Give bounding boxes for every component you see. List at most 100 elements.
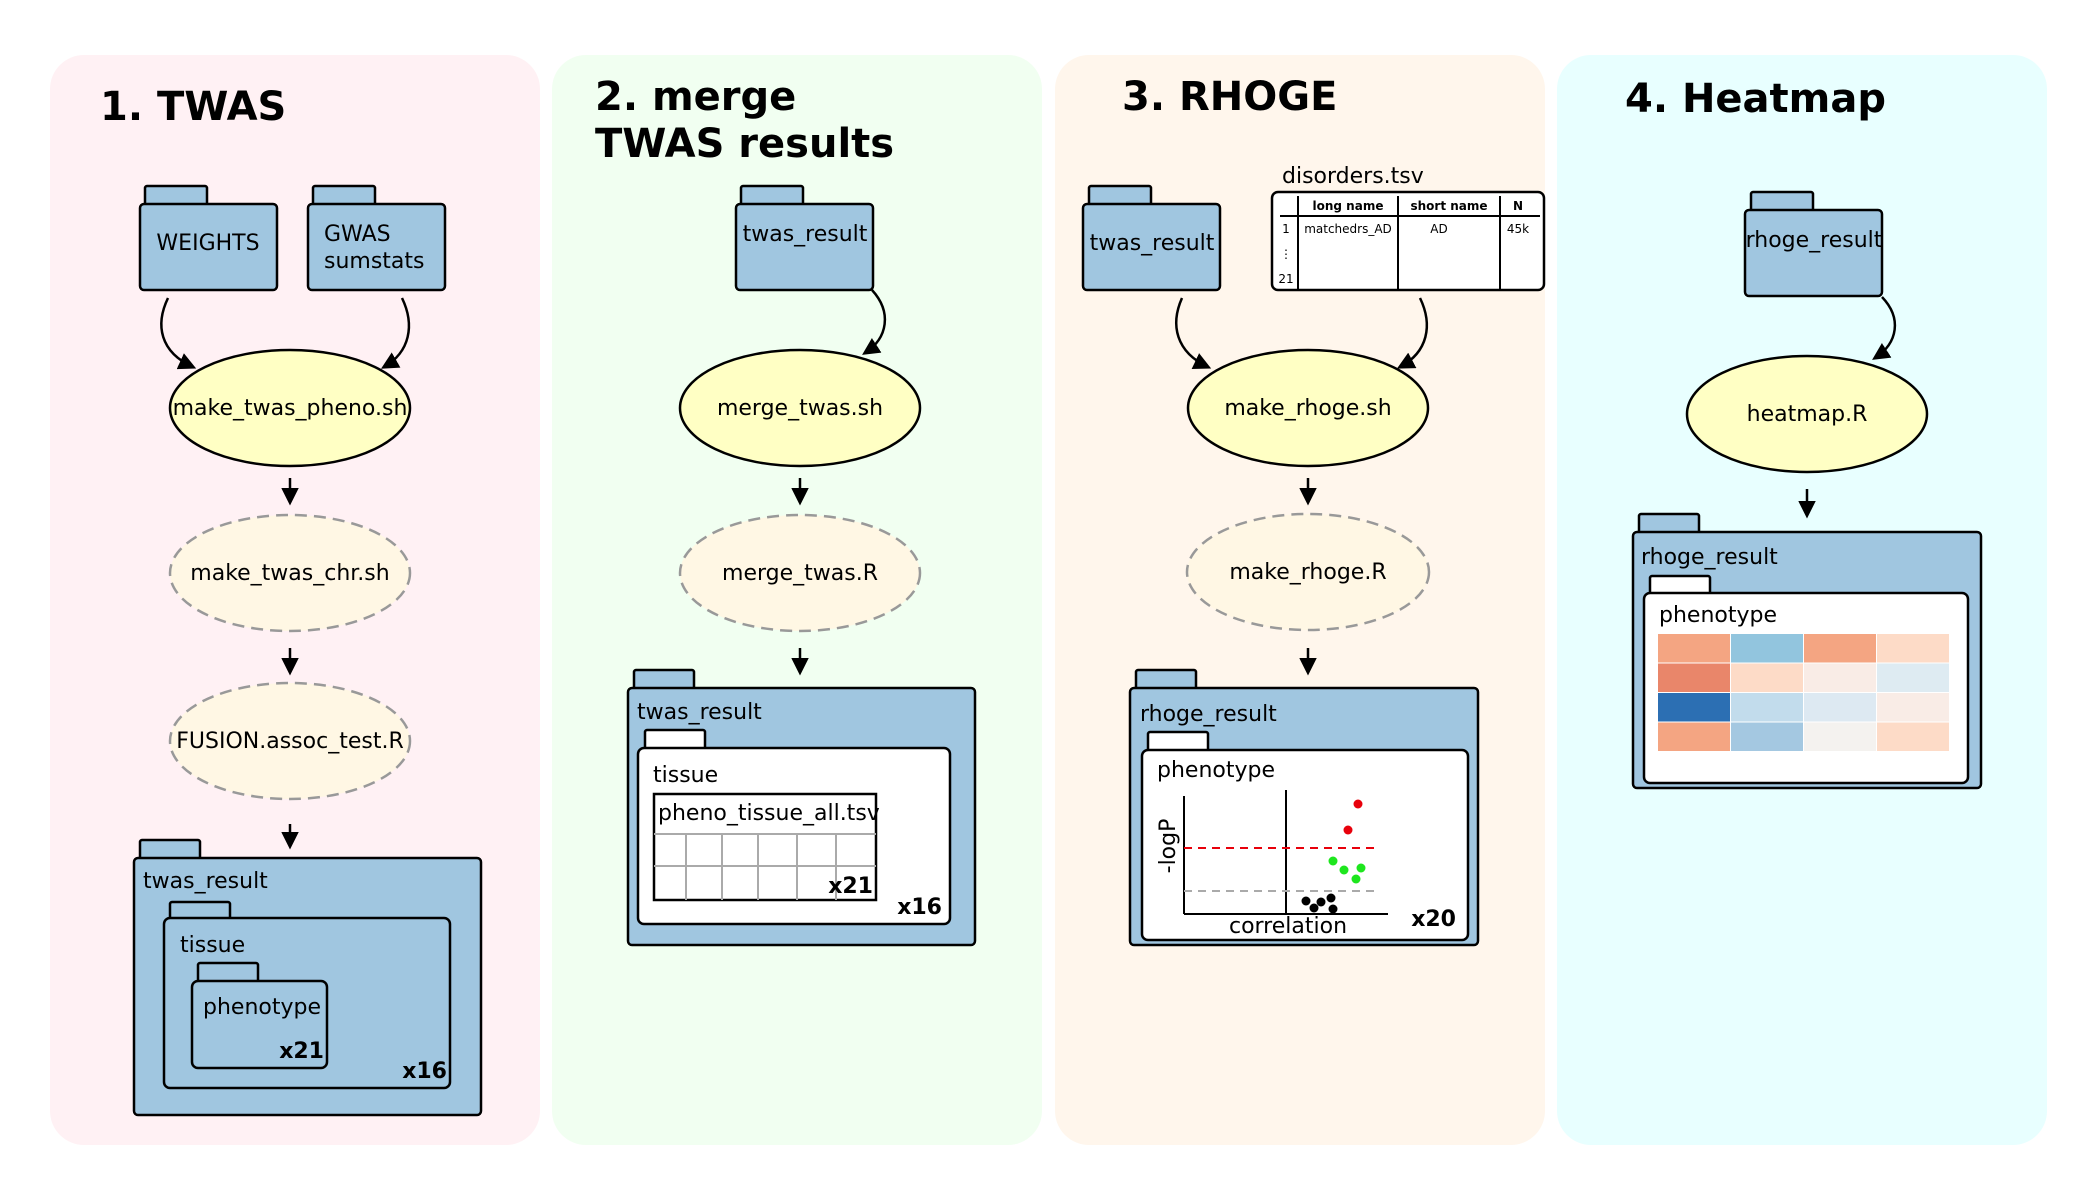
disorders-tsv-title: disorders.tsv bbox=[1282, 164, 1424, 189]
arrow-folder-to-rhoge-sh bbox=[1175, 297, 1212, 369]
heatmap-cell bbox=[1877, 663, 1949, 692]
table-row-number-first: 1 bbox=[1282, 222, 1290, 236]
panel-4-phenotype-label: phenotype bbox=[1659, 603, 1777, 628]
panel-2-input-folder: twas_result bbox=[734, 184, 875, 292]
table-cell-long-name: matchedrs_AD bbox=[1304, 222, 1392, 236]
table-header-long-name: long name bbox=[1313, 199, 1384, 213]
make-twas-chr-label: make_twas_chr.sh bbox=[190, 561, 389, 586]
heatmap-cell bbox=[1731, 693, 1803, 722]
heatmap-cell bbox=[1804, 722, 1876, 751]
heatmap-cell bbox=[1804, 693, 1876, 722]
merge-twas-sh-label: merge_twas.sh bbox=[717, 396, 883, 421]
make-twas-pheno-script: make_twas_pheno.sh bbox=[168, 348, 412, 468]
phenotype-label: phenotype bbox=[203, 995, 321, 1020]
heatmap-r-script: heatmap.R bbox=[1685, 354, 1929, 474]
arrow-input-to-heatmap-r bbox=[1872, 296, 1897, 360]
weights-folder-label: WEIGHTS bbox=[156, 231, 259, 256]
fusion-assoc-test-label: FUSION.assoc_test.R bbox=[176, 729, 403, 754]
merge-twas-r-label: merge_twas.R bbox=[722, 561, 878, 586]
table-header-n: N bbox=[1513, 199, 1523, 213]
moderate-point bbox=[1328, 856, 1338, 866]
heatmap-cell bbox=[1804, 663, 1876, 692]
make-rhoge-r-script: make_rhoge.R bbox=[1185, 512, 1431, 632]
heatmap-cell bbox=[1731, 634, 1803, 663]
make-twas-pheno-label: make_twas_pheno.sh bbox=[173, 396, 408, 421]
panel-3-phenotype-subfolder bbox=[1140, 748, 1470, 942]
heatmap-r-label: heatmap.R bbox=[1747, 402, 1868, 427]
table-row-number-ellipsis: ⋮ bbox=[1280, 247, 1292, 261]
panel-2-title-line-1: 2. merge bbox=[595, 74, 796, 120]
panel-4-title: 4. Heatmap bbox=[1625, 76, 1886, 122]
table-header-short-name: short name bbox=[1410, 199, 1487, 213]
volcano-plot: -logP correlation bbox=[1156, 790, 1388, 939]
heatmap-cell bbox=[1658, 693, 1730, 722]
gwas-label-line-1: GWAS bbox=[324, 222, 391, 247]
arrow-input-to-merge-sh bbox=[862, 289, 887, 355]
heatmap-cell bbox=[1877, 634, 1949, 663]
panel-3-multiplier: x20 bbox=[1411, 907, 1456, 932]
pheno-tissue-all-file: pheno_tissue_all.tsv x21 bbox=[652, 792, 880, 902]
panel-4-input-label: rhoge_result bbox=[1746, 228, 1883, 253]
panel-3-input-label: twas_result bbox=[1090, 231, 1215, 256]
phenotype-multiplier: x21 bbox=[279, 1039, 324, 1064]
pheno-tissue-all-label: pheno_tissue_all.tsv bbox=[658, 801, 880, 826]
disorders-table: long name short name N 1 ⋮ 21 matchedrs_… bbox=[1270, 190, 1546, 292]
panel-2-output-label: twas_result bbox=[637, 700, 762, 725]
panel-2-tissue-label: tissue bbox=[653, 763, 718, 788]
panel-1-output-folder: twas_result tissue phenotype x21 x16 bbox=[132, 838, 483, 1117]
panel-4-output-label: rhoge_result bbox=[1641, 545, 1778, 570]
make-rhoge-sh-script: make_rhoge.sh bbox=[1186, 348, 1430, 468]
panel-4-output-folder: rhoge_result phenotype bbox=[1631, 512, 1983, 790]
insignificant-point bbox=[1301, 896, 1311, 906]
fusion-assoc-test-script: FUSION.assoc_test.R bbox=[168, 681, 412, 801]
make-rhoge-sh-label: make_rhoge.sh bbox=[1224, 396, 1391, 421]
panel-3-title: 3. RHOGE bbox=[1122, 74, 1337, 120]
table-cell-short-name: AD bbox=[1430, 222, 1447, 236]
panel-2-title-line-2: TWAS results bbox=[595, 121, 894, 167]
panel-4-input-folder: rhoge_result bbox=[1743, 190, 1884, 298]
tissue-label: tissue bbox=[180, 933, 245, 958]
heatmap-cell bbox=[1877, 722, 1949, 751]
make-rhoge-r-label: make_rhoge.R bbox=[1229, 560, 1386, 585]
gwas-label-line-2: sumstats bbox=[324, 249, 425, 274]
merge-twas-r-script: merge_twas.R bbox=[678, 513, 922, 633]
panel-2-input-label: twas_result bbox=[743, 222, 868, 247]
table-row-number-last: 21 bbox=[1278, 272, 1293, 286]
tissue-multiplier: x16 bbox=[402, 1059, 447, 1084]
panel-3-output-folder: rhoge_result phenotype -logP correlation… bbox=[1128, 668, 1480, 947]
volcano-x-label: correlation bbox=[1229, 914, 1347, 939]
merge-twas-sh-script: merge_twas.sh bbox=[678, 348, 922, 468]
panel-3-output-label: rhoge_result bbox=[1140, 702, 1277, 727]
weights-folder: WEIGHTS bbox=[138, 184, 279, 292]
moderate-point bbox=[1351, 874, 1361, 884]
heatmap-cell bbox=[1877, 693, 1949, 722]
arrow-gwas-to-twas-pheno bbox=[380, 297, 411, 369]
insignificant-point bbox=[1309, 903, 1319, 913]
panel-3-phenotype-label: phenotype bbox=[1157, 758, 1275, 783]
heatmap-cell bbox=[1804, 634, 1876, 663]
moderate-point bbox=[1339, 865, 1349, 875]
file-multiplier: x21 bbox=[828, 874, 873, 899]
insignificant-point bbox=[1326, 893, 1336, 903]
phenotype-subfolder bbox=[190, 979, 329, 1070]
moderate-point bbox=[1356, 863, 1366, 873]
panel-3-input-folder: twas_result bbox=[1081, 184, 1222, 292]
insignificant-point bbox=[1316, 897, 1326, 907]
heatmap-cell bbox=[1731, 722, 1803, 751]
insignificant-point bbox=[1328, 904, 1338, 914]
panel-1-title: 1. TWAS bbox=[100, 84, 286, 130]
twas-result-label: twas_result bbox=[143, 869, 268, 894]
significant-point bbox=[1353, 799, 1363, 809]
heatmap-cell bbox=[1731, 663, 1803, 692]
heatmap-cell bbox=[1658, 663, 1730, 692]
gwas-sumstats-folder: GWAS sumstats bbox=[306, 184, 447, 292]
arrow-weights-to-twas-pheno bbox=[160, 297, 197, 370]
heatmap-cell bbox=[1658, 722, 1730, 751]
heatmap-cell bbox=[1658, 634, 1730, 663]
volcano-y-label: -logP bbox=[1156, 819, 1181, 874]
heatmap-grid bbox=[1658, 634, 1949, 751]
make-twas-chr-script: make_twas_chr.sh bbox=[168, 513, 412, 633]
panel-2-output-folder: twas_result tissue pheno_tissue_all.tsv … bbox=[626, 668, 977, 947]
arrow-table-to-rhoge-sh bbox=[1396, 297, 1428, 369]
